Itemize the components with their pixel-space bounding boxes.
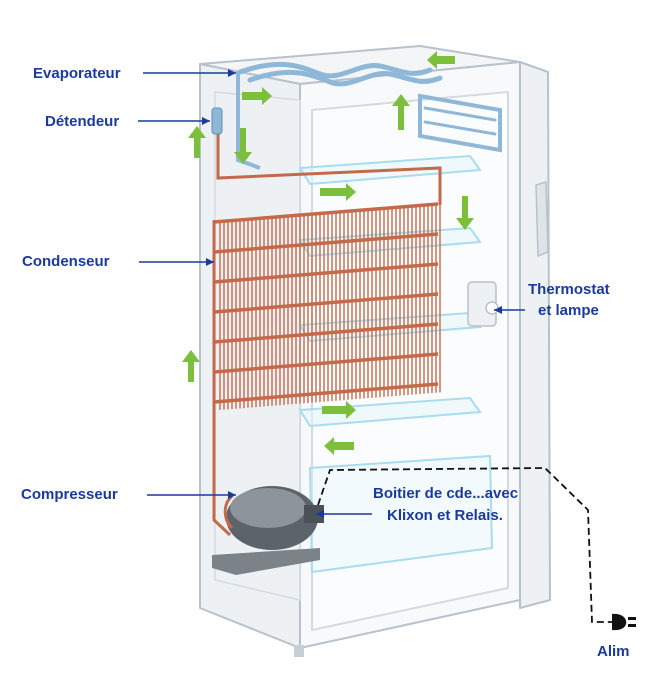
expansion-valve [212, 108, 222, 134]
label-condenseur: Condenseur [22, 252, 110, 271]
door [520, 62, 550, 608]
label-thermostat-line1: Thermostat [528, 280, 610, 299]
foot [294, 645, 304, 657]
power-plug-icon [612, 614, 636, 630]
label-boitier-line2: Klixon et Relais. [387, 506, 503, 525]
door-handle [536, 182, 548, 256]
label-detendeur: Détendeur [45, 112, 119, 131]
label-evaporateur: Evaporateur [33, 64, 121, 83]
thermostat-icon [468, 282, 498, 326]
label-thermostat-line2: et lampe [538, 301, 599, 320]
flow-arrow-icon [182, 350, 200, 382]
label-compresseur: Compresseur [21, 485, 118, 504]
label-boitier-line1: Boitier de cde...avec [373, 484, 518, 503]
label-alim: Alim [597, 642, 630, 661]
